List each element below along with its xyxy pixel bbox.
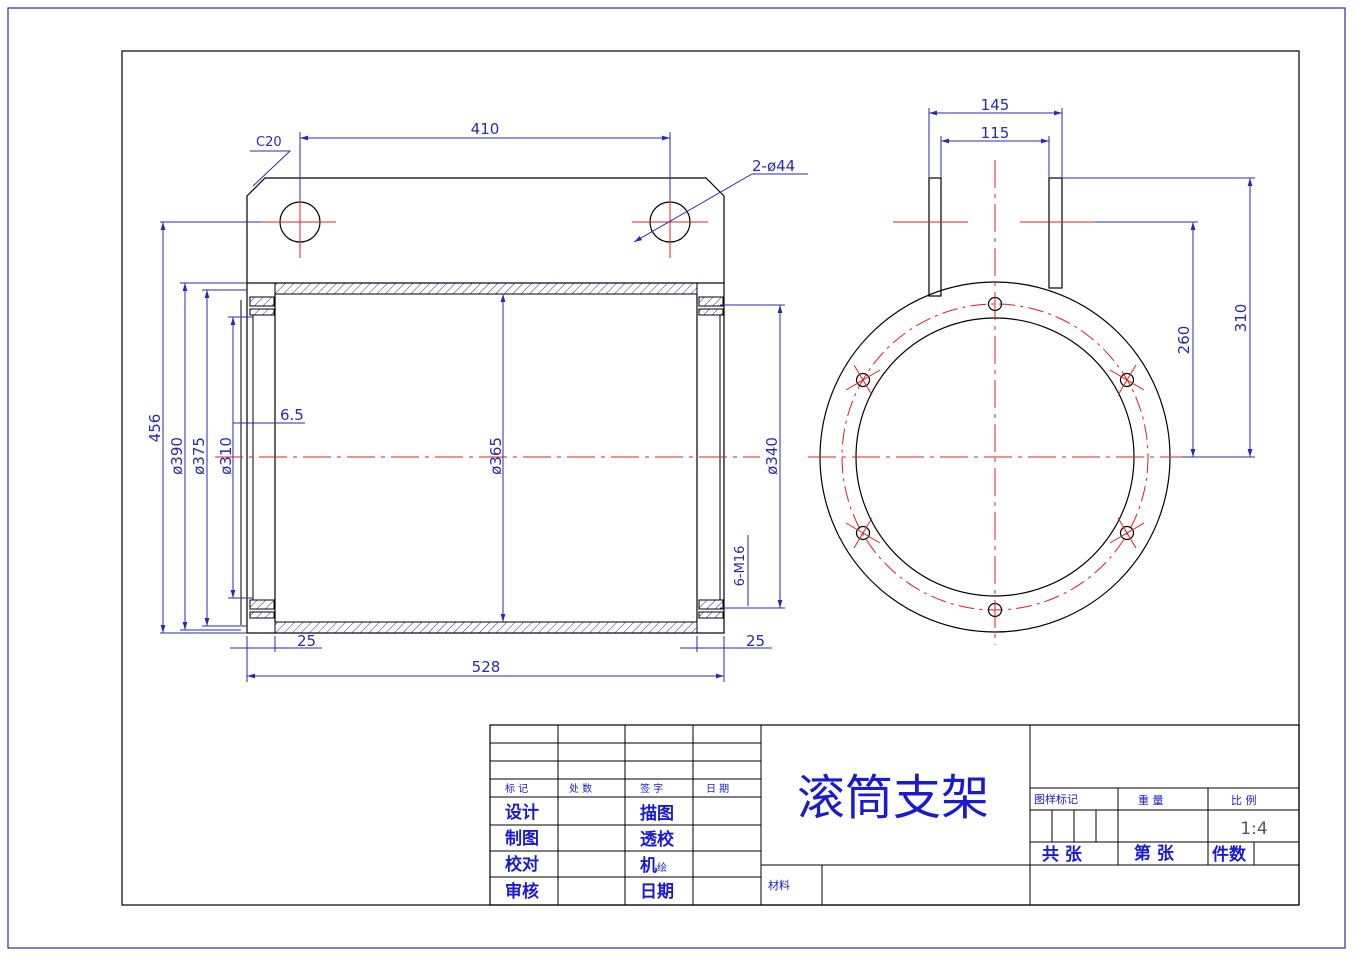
tb-trace-check: 透校 bbox=[640, 829, 675, 850]
dim-260-label: 260 bbox=[1175, 326, 1193, 355]
tb-scale-value: 1:4 bbox=[1240, 819, 1267, 839]
tb-machine-main: 机 bbox=[640, 855, 657, 876]
bolt-hole bbox=[1119, 372, 1135, 388]
bolt-hole-mark bbox=[1117, 517, 1137, 549]
bolt-hole-mark bbox=[1117, 364, 1137, 396]
inner-frame bbox=[121, 50, 1300, 906]
dim-25-right-label: 25 bbox=[746, 632, 765, 650]
dim-365-label: ø365 bbox=[487, 437, 505, 475]
tb-weight: 重 量 bbox=[1138, 793, 1164, 807]
tb-col-count: 处 数 bbox=[569, 782, 592, 795]
hole-callout-label: 2-ø44 bbox=[752, 157, 795, 175]
dim-340-label: ø340 bbox=[763, 437, 781, 475]
title-block: 标 记 处 数 签 字 日 期 设计 制图 校对 审核 描图 透校 机绘 日期 … bbox=[489, 724, 1300, 906]
front-view: 410 C20 2-ø44 456 ø390 ø375 ø310 6.5 ø36… bbox=[146, 120, 808, 682]
tb-total-sheets: 共 张 bbox=[1042, 845, 1083, 865]
tb-review: 审核 bbox=[505, 881, 539, 902]
tb-machine: 机绘 bbox=[640, 855, 667, 876]
support-post-left bbox=[928, 177, 942, 297]
chamfer-leader bbox=[250, 150, 292, 187]
tb-checking: 校对 bbox=[505, 854, 539, 875]
dim-410-label: 410 bbox=[471, 120, 500, 138]
flange-left-hatch-top2 bbox=[249, 308, 275, 316]
tb-material: 材料 bbox=[768, 878, 790, 892]
flange-right-hatch-top2 bbox=[698, 308, 724, 316]
bolt-hole-mark bbox=[853, 364, 873, 396]
dim-25-left-label: 25 bbox=[297, 632, 316, 650]
chamfer-label: C20 bbox=[256, 135, 282, 150]
flange-left-hatch-bottom2 bbox=[249, 611, 275, 619]
dim-456-label: 456 bbox=[146, 414, 164, 443]
tb-drafting: 制图 bbox=[505, 828, 539, 849]
drawing-title: 滚筒支架 bbox=[797, 770, 989, 826]
bracket-plate-outline bbox=[246, 177, 725, 283]
dim-528-label: 528 bbox=[472, 658, 501, 676]
flange-left-hatch-bottom bbox=[249, 599, 275, 610]
dim-145-label: 145 bbox=[981, 96, 1010, 114]
dim-310-label: ø310 bbox=[217, 437, 235, 475]
dim-310-side-label: 310 bbox=[1232, 304, 1250, 333]
tb-scale-label: 比 例 bbox=[1231, 793, 1257, 807]
drum-outer-outline bbox=[246, 282, 725, 634]
flange-right-hatch-bottom2 bbox=[698, 611, 724, 619]
tb-stage-mark: 图样标记 bbox=[1034, 792, 1078, 806]
tb-col-date: 日 期 bbox=[706, 783, 729, 795]
tb-sheet-no: 第 张 bbox=[1134, 843, 1175, 864]
bolt-hole bbox=[855, 525, 871, 541]
shell-wall-top bbox=[274, 282, 698, 295]
flange-right-hatch-bottom bbox=[698, 599, 724, 610]
tb-col-sign: 签 字 bbox=[640, 782, 663, 795]
dim-375-label: ø375 bbox=[190, 437, 208, 475]
tb-piece-count: 件数 bbox=[1212, 844, 1247, 865]
hole-callout-leader bbox=[633, 173, 808, 243]
title-block-border bbox=[489, 724, 1300, 906]
tb-tracing: 描图 bbox=[640, 803, 674, 824]
side-view: 145 115 260 310 bbox=[808, 96, 1255, 645]
flange-left-hatch-top bbox=[249, 296, 275, 307]
dim-390-label: ø390 bbox=[168, 437, 186, 475]
shell-wall-bottom bbox=[274, 621, 698, 634]
tb-machine-small: 绘 bbox=[657, 861, 667, 874]
dim-6.5-label: 6.5 bbox=[280, 406, 304, 424]
flange-right-hatch-top bbox=[698, 296, 724, 307]
bolt-hole bbox=[855, 372, 871, 388]
tb-date: 日期 bbox=[640, 882, 674, 902]
support-post-right bbox=[1048, 177, 1063, 289]
thread-label: 6-M16 bbox=[733, 546, 748, 587]
bolt-hole bbox=[1119, 525, 1135, 541]
outer-frame bbox=[7, 7, 1346, 949]
tb-design: 设计 bbox=[505, 802, 539, 823]
bolt-hole-mark bbox=[853, 517, 873, 549]
tb-col-mark: 标 记 bbox=[505, 783, 528, 795]
dim-115-label: 115 bbox=[981, 124, 1010, 142]
